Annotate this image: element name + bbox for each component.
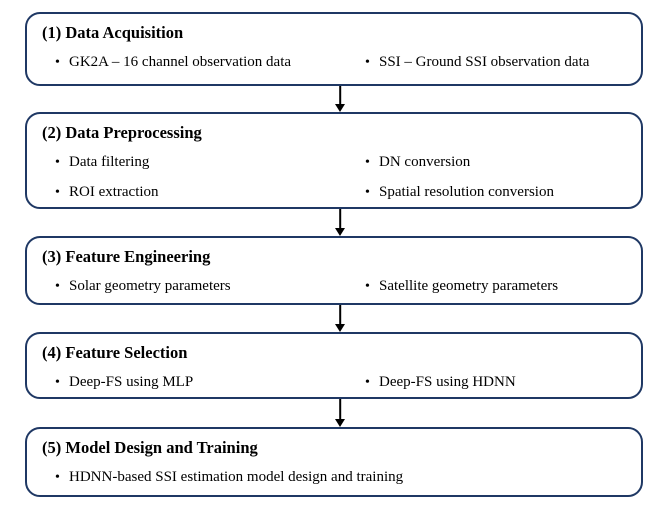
step-title: (2) Data Preprocessing (42, 123, 202, 142)
bullet-column-left: Data filtering ROI extraction (55, 153, 365, 213)
bullet-columns: HDNN-based SSI estimation model design a… (27, 468, 641, 498)
bullet-item: Spatial resolution conversion (365, 183, 641, 202)
bullet-item: Deep-FS using MLP (55, 373, 365, 392)
arrow-line (339, 305, 341, 327)
arrow-line (339, 86, 341, 107)
flow-arrow-3 (334, 305, 346, 332)
arrow-head-icon (335, 419, 345, 427)
bullet-column-full: HDNN-based SSI estimation model design a… (55, 468, 641, 498)
arrow-head-icon (335, 104, 345, 112)
bullet-columns: Deep-FS using MLP Deep-FS using HDNN (27, 373, 641, 403)
bullet-item: SSI – Ground SSI observation data (365, 53, 641, 72)
arrow-line (339, 209, 341, 231)
bullet-item: HDNN-based SSI estimation model design a… (55, 468, 641, 487)
bullet-column-left: Solar geometry parameters (55, 277, 365, 307)
bullet-item: Solar geometry parameters (55, 277, 365, 296)
bullet-columns: Solar geometry parameters Satellite geom… (27, 277, 641, 307)
bullet-item: Deep-FS using HDNN (365, 373, 641, 392)
step-title: (3) Feature Engineering (42, 247, 211, 266)
bullet-columns: GK2A – 16 channel observation data SSI –… (27, 53, 641, 83)
bullet-columns: Data filtering ROI extraction DN convers… (27, 153, 641, 213)
flow-arrow-2 (334, 209, 346, 236)
flow-arrow-4 (334, 399, 346, 427)
bullet-column-right: Deep-FS using HDNN (365, 373, 641, 403)
step-box-data-preprocessing: (2) Data Preprocessing Data filtering RO… (25, 112, 643, 209)
step-box-feature-selection: (4) Feature Selection Deep-FS using MLP … (25, 332, 643, 399)
bullet-column-right: SSI – Ground SSI observation data (365, 53, 641, 83)
bullet-column-right: Satellite geometry parameters (365, 277, 641, 307)
arrow-line (339, 399, 341, 422)
step-box-feature-engineering: (3) Feature Engineering Solar geometry p… (25, 236, 643, 305)
step-title: (1) Data Acquisition (42, 23, 184, 42)
step-title: (5) Model Design and Training (42, 438, 258, 457)
arrow-head-icon (335, 324, 345, 332)
bullet-item: DN conversion (365, 153, 641, 172)
bullet-column-left: GK2A – 16 channel observation data (55, 53, 365, 83)
bullet-item: ROI extraction (55, 183, 365, 202)
bullet-item: GK2A – 16 channel observation data (55, 53, 365, 72)
flow-arrow-1 (334, 86, 346, 112)
bullet-column-right: DN conversion Spatial resolution convers… (365, 153, 641, 213)
step-box-data-acquisition: (1) Data Acquisition GK2A – 16 channel o… (25, 12, 643, 86)
arrow-head-icon (335, 228, 345, 236)
bullet-item: Satellite geometry parameters (365, 277, 641, 296)
bullet-column-left: Deep-FS using MLP (55, 373, 365, 403)
step-box-model-design-training: (5) Model Design and Training HDNN-based… (25, 427, 643, 497)
bullet-item: Data filtering (55, 153, 365, 172)
step-title: (4) Feature Selection (42, 343, 188, 362)
